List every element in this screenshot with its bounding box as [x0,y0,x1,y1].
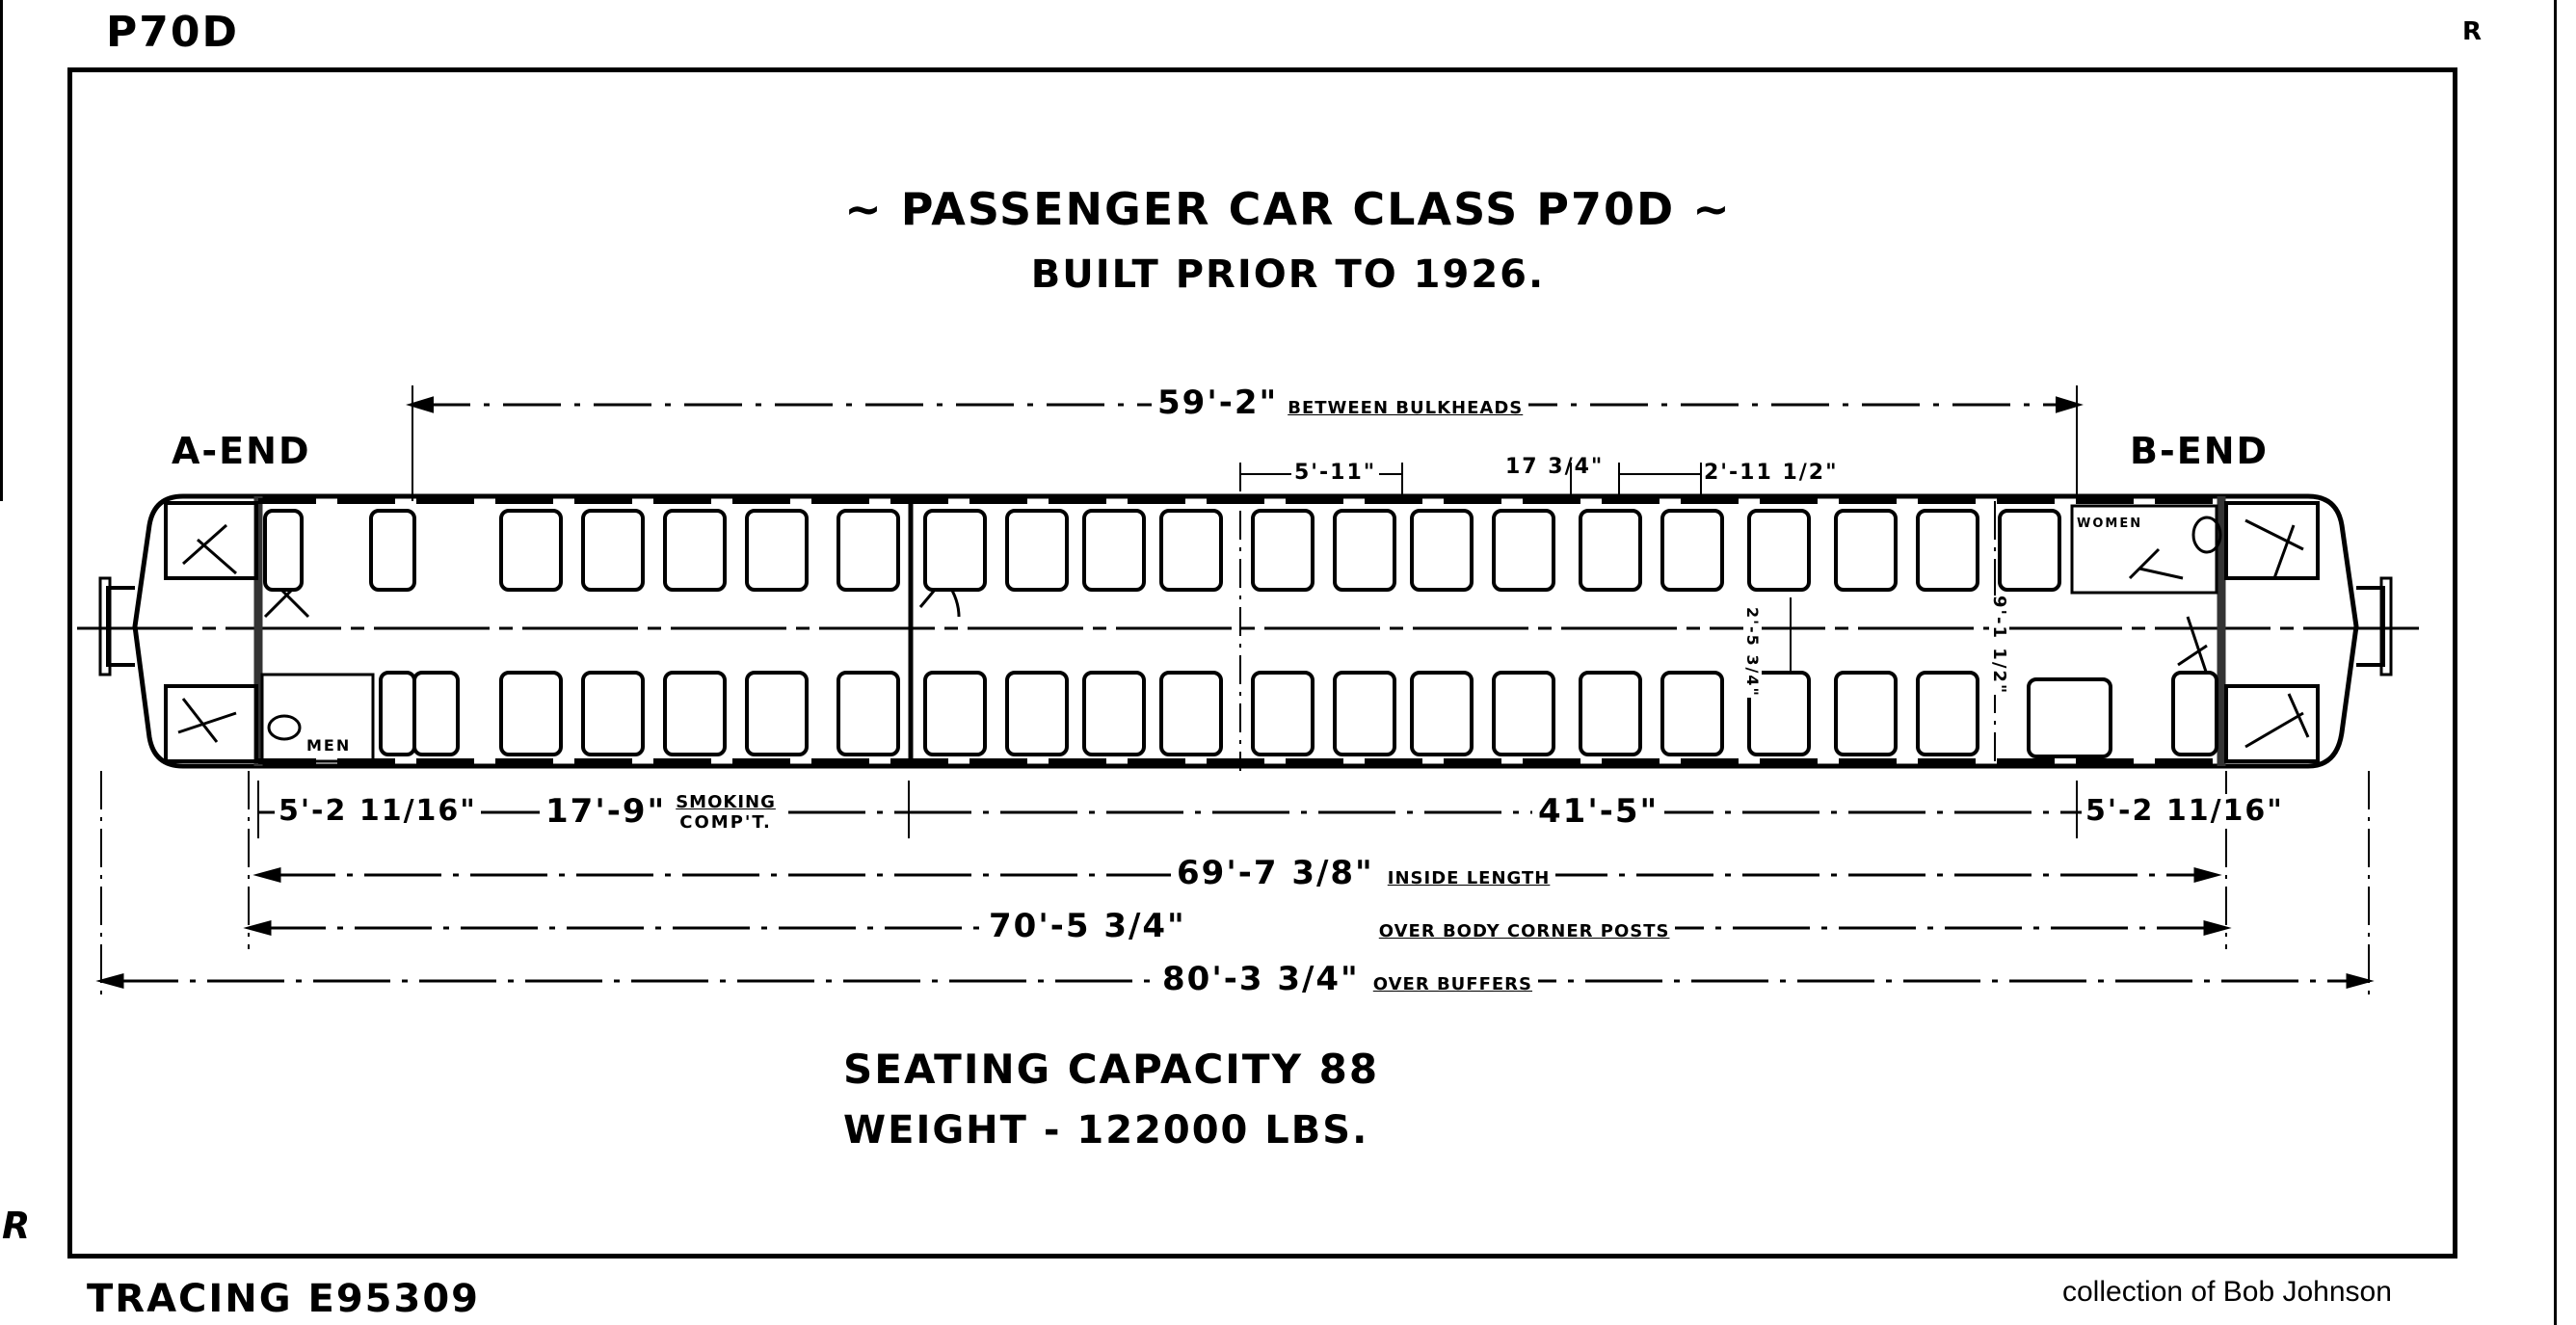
class-code-label: P70D [106,8,240,57]
dim-note: SMOKING COMP'T. [676,792,776,833]
a-end-label: A-END [172,430,311,472]
page-right-edge [2554,0,2557,1325]
seating-capacity: SEATING CAPACITY 88 [843,1046,1380,1093]
men-room-label: MEN [306,736,352,755]
dim-over-corner-posts: 70'-5 3/4" OVER BODY CORNER POSTS [983,907,1676,945]
page-left-edge [0,0,3,501]
dim-value: 70'-5 3/4" [989,907,1186,945]
dim-inside-length: 69'-7 3/8" INSIDE LENGTH [1171,854,1556,892]
tracing-number: TRACING E95309 [87,1277,480,1321]
dim-value: 59'-2" [1157,384,1279,422]
dim-note: BETWEEN BULKHEADS [1288,398,1524,418]
corner-mark-right: R [2462,17,2484,46]
dim-note: OVER BODY CORNER POSTS [1378,921,1670,941]
drawing-frame [67,67,2457,1259]
dim-over-buffers: 80'-3 3/4" OVER BUFFERS [1156,960,1539,998]
drawing-title: ~ PASSENGER CAR CLASS P70D ~ [844,183,1732,235]
dim-half-width: 2'-5 3/4" [1743,607,1762,698]
dim-seat-pitch: 5'-11" [1291,461,1380,485]
dim-value: 17'-9" [545,792,667,831]
dim-smoking-compartment: 17'-9" SMOKING COMP'T. [540,792,782,833]
dim-value: 80'-3 3/4" [1162,960,1360,998]
dim-note-line1: SMOKING [676,792,776,812]
collection-credit: collection of Bob Johnson [2062,1276,2392,1308]
dim-aisle: 17 3/4" [1505,455,1605,479]
drawing-subtitle: BUILT PRIOR TO 1926. [1030,252,1546,297]
dim-note-line2: COMP'T. [679,812,772,833]
dim-between-bulkheads: 59'-2" BETWEEN BULKHEADS [1152,384,1529,422]
dim-value: 69'-7 3/8" [1177,854,1374,892]
b-end-label: B-END [2130,430,2270,472]
dim-main-compartment: 41'-5" [1532,792,1665,831]
women-room-label: WOMEN [2077,517,2143,531]
dim-inside-width: 9'-1 1/2" [1989,596,2009,696]
dim-b-end-vestibule: 5'-2 11/16" [2082,794,2288,828]
dim-note: OVER BUFFERS [1372,974,1533,994]
weight: WEIGHT - 122000 LBS. [843,1108,1369,1153]
corner-mark-left: R [2,1205,33,1247]
dim-note: INSIDE LENGTH [1387,868,1551,888]
dim-seat-width: 2'-11 1/2" [1704,461,1839,485]
dim-a-end-vestibule: 5'-2 11/16" [275,794,481,828]
